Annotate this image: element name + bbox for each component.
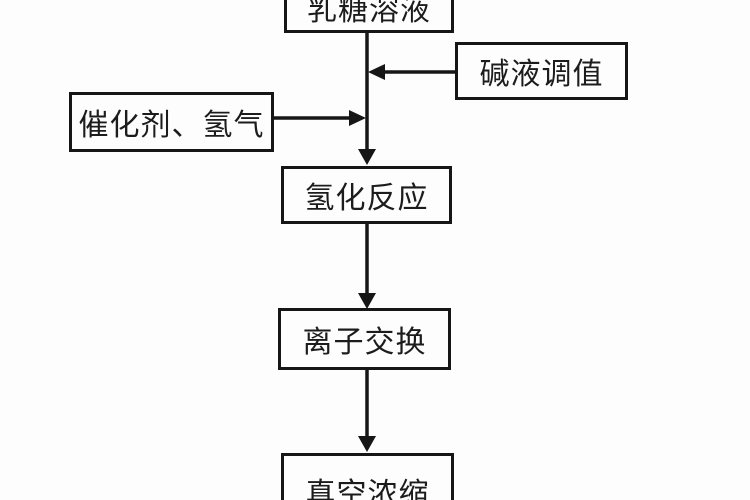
flow-box-hydrogenation-label: 氢化反应 — [304, 182, 429, 215]
flow-box-catalyst-hydrogen: 催化剂、氢气 — [69, 92, 274, 152]
flow-box-lactose-solution: 乳糖溶液 — [284, 0, 454, 33]
flow-box-vacuum-concentration: 真空浓缩 — [281, 453, 454, 500]
arrow-hydrogenation-to-ionexchange-head — [358, 293, 376, 309]
flow-box-vacuum-concentration-label: 真空浓缩 — [305, 477, 430, 500]
flow-box-ion-exchange: 离子交换 — [278, 308, 451, 370]
flow-box-alkali-adjustment: 碱液调值 — [455, 42, 628, 100]
flow-box-catalyst-hydrogen-label: 催化剂、氢气 — [78, 109, 265, 142]
flow-box-alkali-adjustment-label: 碱液调值 — [479, 58, 604, 91]
arrow-alkali-to-flowline-head — [368, 64, 385, 80]
arrow-catalyst-to-flowline-head — [349, 110, 366, 126]
flow-box-lactose-solution-label: 乳糖溶液 — [307, 0, 431, 27]
arrow-ionexchange-to-vacuum-head — [358, 436, 376, 452]
flow-box-ion-exchange-label: 离子交换 — [302, 326, 427, 359]
arrow-lactose-to-hydrogenation-head — [358, 149, 376, 165]
flow-box-hydrogenation: 氢化反应 — [281, 166, 452, 224]
